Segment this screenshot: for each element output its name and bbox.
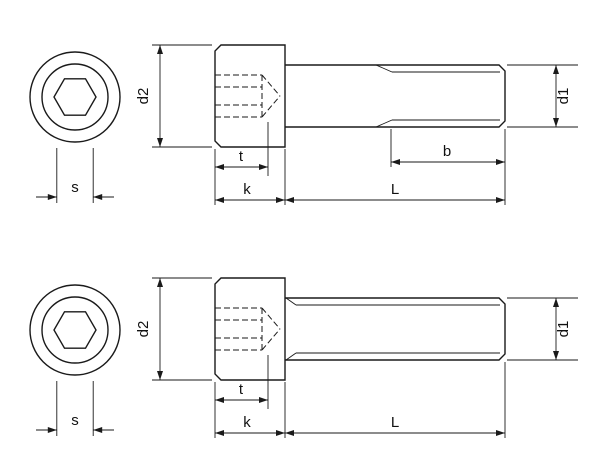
dim-s: s bbox=[36, 148, 114, 203]
dim-d2: d2 bbox=[135, 277, 212, 381]
dim-label-k: k bbox=[243, 414, 251, 431]
dim-label-d2: d2 bbox=[135, 88, 152, 105]
dim-t: t bbox=[215, 122, 269, 176]
end-view bbox=[29, 284, 121, 376]
dim-label-d1: d1 bbox=[555, 321, 572, 338]
side-view bbox=[214, 44, 506, 148]
partial-thread-figure: s bbox=[29, 44, 578, 205]
dim-b: b bbox=[390, 129, 505, 167]
dim-label-s: s bbox=[71, 179, 79, 196]
dim-label-t: t bbox=[239, 148, 244, 165]
thread-lines bbox=[375, 64, 500, 128]
dim-label-b: b bbox=[443, 143, 451, 160]
dim-L: L bbox=[285, 362, 506, 438]
hidden-socket-lines bbox=[215, 307, 281, 351]
dim-d1: d1 bbox=[507, 297, 578, 361]
dim-label-L: L bbox=[391, 181, 399, 198]
dim-k: k bbox=[214, 382, 286, 438]
full-thread-figure: s bbox=[29, 277, 578, 438]
socket-counterbore-circle bbox=[41, 63, 109, 131]
dim-k: k bbox=[214, 149, 286, 205]
head-outer-circle bbox=[29, 51, 121, 143]
dim-label-k: k bbox=[243, 181, 251, 198]
thread-lines bbox=[285, 297, 500, 361]
end-view bbox=[29, 51, 121, 143]
dim-label-s: s bbox=[71, 412, 79, 429]
dim-t: t bbox=[215, 355, 269, 409]
side-view bbox=[214, 277, 506, 381]
dim-label-L: L bbox=[391, 414, 399, 431]
dim-label-d1: d1 bbox=[555, 88, 572, 105]
hex-socket bbox=[53, 311, 97, 349]
dim-label-t: t bbox=[239, 381, 244, 398]
screw-head bbox=[214, 277, 286, 381]
dim-d2: d2 bbox=[135, 44, 212, 148]
screw-head bbox=[214, 44, 286, 148]
dim-s: s bbox=[36, 381, 114, 436]
dim-label-d2: d2 bbox=[135, 321, 152, 338]
dim-d1: d1 bbox=[507, 64, 578, 128]
hex-socket bbox=[53, 78, 97, 116]
head-outer-circle bbox=[29, 284, 121, 376]
socket-counterbore-circle bbox=[41, 296, 109, 364]
screw-shank bbox=[285, 297, 506, 361]
screw-shank bbox=[285, 64, 506, 128]
dim-L: L bbox=[285, 129, 506, 205]
hidden-socket-lines bbox=[215, 74, 281, 118]
